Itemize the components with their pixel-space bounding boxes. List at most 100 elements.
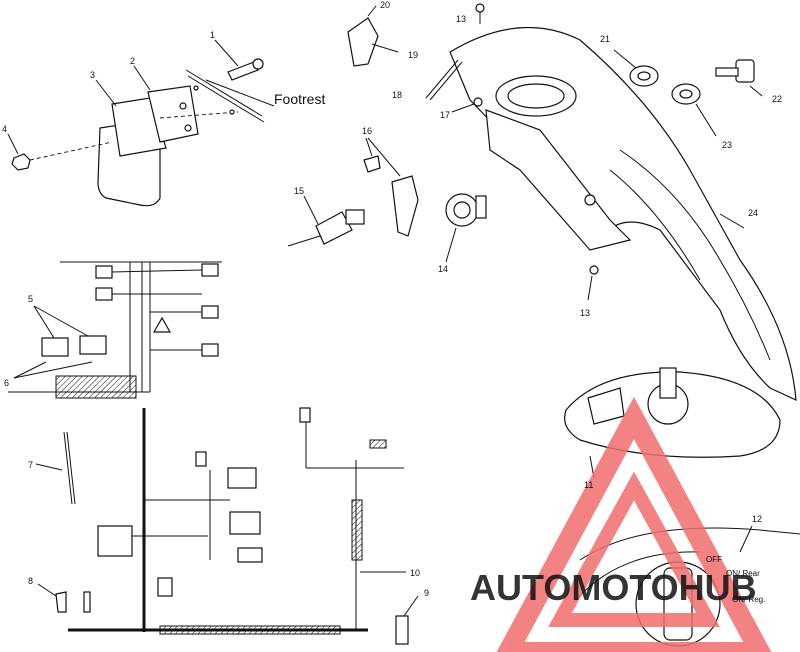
callout-17: 17 — [440, 110, 450, 120]
part-17-washer — [473, 97, 483, 107]
bolt-hole — [184, 124, 192, 132]
callout-9: 9 — [424, 588, 429, 598]
callout-5: 5 — [28, 294, 33, 304]
cover-opening-inner — [507, 83, 565, 109]
leader-23 — [695, 103, 717, 137]
label-on-rear: ON/ Rear — [726, 569, 760, 578]
part-24-cover — [449, 26, 797, 401]
callout-20: 20 — [380, 0, 390, 10]
callout-6: 6 — [4, 378, 9, 388]
callout-7: 7 — [28, 460, 33, 470]
callout-15: 15 — [294, 186, 304, 196]
connector — [201, 305, 219, 319]
leader-7 — [35, 463, 63, 471]
key-blade — [715, 67, 739, 77]
cover-underside — [485, 109, 632, 251]
callout-21: 21 — [600, 34, 610, 44]
washer — [193, 85, 199, 91]
sleeve — [159, 625, 341, 635]
bolt-head — [252, 58, 264, 70]
connector — [237, 547, 263, 563]
connector-block — [97, 525, 133, 557]
nut-hole — [679, 89, 693, 99]
part-22-key — [735, 59, 755, 83]
washer — [229, 109, 235, 115]
footrest-label: Footrest — [274, 91, 325, 107]
callout-1: 1 — [210, 30, 215, 40]
console-assembly — [347, 3, 797, 401]
part-7-tie — [66, 431, 76, 505]
part-16-pin — [363, 155, 381, 173]
cover-contour — [609, 169, 701, 281]
callout-12: 12 — [752, 514, 762, 524]
connector — [227, 467, 257, 489]
callout-10: 10 — [410, 568, 420, 578]
callout-13b: 13 — [580, 308, 590, 318]
connector — [299, 407, 311, 423]
connector — [229, 511, 261, 535]
sleeve — [351, 499, 363, 561]
label-off: OFF — [706, 555, 722, 564]
connector — [95, 265, 113, 279]
callout-8: 8 — [28, 576, 33, 586]
watermark-text: AUTOMOTOHUB — [470, 567, 757, 608]
leader-12 — [739, 525, 753, 553]
fuse — [369, 439, 387, 449]
leader-3 — [95, 79, 117, 107]
part-4-nut — [11, 153, 31, 171]
leader-17 — [451, 103, 475, 113]
leader-16 — [365, 137, 373, 157]
part-18-rod — [425, 59, 459, 99]
callout-11: 11 — [584, 480, 593, 490]
mount-hole — [584, 194, 596, 206]
footrest-edge — [187, 75, 265, 123]
grommet-hole — [637, 71, 651, 81]
connector — [195, 451, 207, 467]
console-edge — [575, 551, 701, 601]
part-13-screw — [475, 3, 485, 13]
watermark-triangle-inner — [548, 471, 720, 627]
ignition-key — [659, 367, 677, 399]
callout-19: 19 — [408, 50, 418, 60]
wiring-harness — [8, 261, 419, 645]
part-5-relay — [41, 337, 69, 357]
part-18-rod — [429, 61, 463, 101]
cover-contour — [619, 149, 771, 361]
part-9-tag — [395, 615, 409, 645]
leader-9 — [403, 595, 419, 617]
leader-15 — [303, 195, 319, 225]
watermark-logo — [496, 396, 772, 652]
connector — [201, 263, 219, 277]
clip — [83, 591, 91, 613]
leader-8 — [37, 583, 57, 597]
callout-18: 18 — [392, 90, 402, 100]
part-8-clip — [55, 591, 67, 613]
callout-13: 13 — [456, 14, 466, 24]
footrest-edge — [185, 69, 263, 117]
socket-flange — [475, 195, 487, 219]
leader-19 — [371, 43, 399, 53]
part-7-tie — [63, 431, 73, 505]
leader-21 — [613, 49, 637, 69]
callout-4: 4 — [2, 124, 7, 134]
leader-20 — [367, 5, 377, 17]
leader-4 — [7, 133, 19, 155]
leader-1 — [214, 39, 239, 67]
footrest-leader — [205, 79, 275, 107]
part-15-switch — [315, 211, 353, 245]
leader-14 — [445, 227, 457, 263]
connector — [201, 343, 219, 357]
leader-5 — [33, 305, 55, 339]
connector — [95, 287, 113, 301]
hatched-panel — [55, 375, 137, 399]
callout-2: 2 — [130, 56, 135, 66]
leader-13b — [587, 275, 593, 301]
part-15-cable — [287, 235, 321, 247]
footrest-assembly — [7, 39, 275, 207]
switch-panel-labels: OFF ON/ Rear ON/ Reg. — [706, 555, 765, 604]
part-13-screw — [589, 265, 599, 275]
leader-22 — [749, 85, 763, 97]
callouts: 1 2 3 4 5 6 7 8 9 10 11 12 13 13 14 15 1… — [2, 0, 782, 598]
